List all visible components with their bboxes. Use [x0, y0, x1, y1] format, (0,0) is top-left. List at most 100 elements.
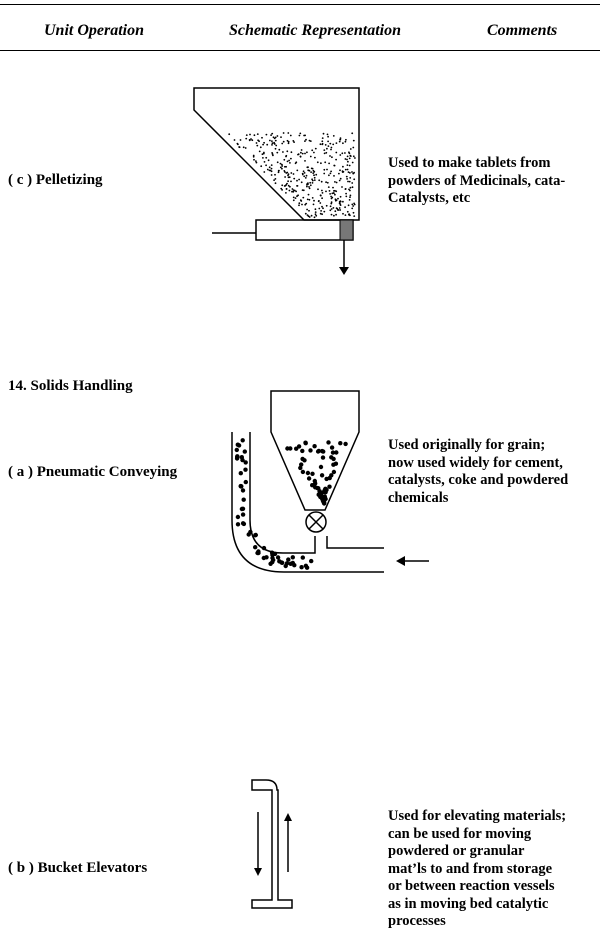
powder-particle	[321, 197, 323, 200]
powder-particle	[300, 151, 302, 154]
powder-particle	[301, 203, 303, 206]
pelletizing-comment: Used to make tablets from powders of Med…	[388, 155, 566, 206]
powder-particle	[248, 139, 251, 141]
powder-particle	[299, 155, 302, 158]
powder-particle	[339, 204, 342, 207]
powder-particle	[272, 154, 274, 157]
powder-particle	[263, 171, 266, 173]
powder-particle	[309, 155, 312, 158]
powder-particle	[276, 135, 279, 137]
powder-particle	[333, 164, 336, 167]
powder-particle	[266, 168, 269, 171]
powder-particle	[290, 172, 293, 174]
powder-particle	[348, 188, 350, 191]
powder-particle	[274, 136, 277, 139]
powder-particle	[334, 193, 336, 196]
powder-particle	[319, 143, 322, 146]
pneumatic-conveying-comment: Used originally for grain; now used wide…	[388, 437, 569, 506]
powder-particle	[292, 173, 295, 175]
powder-particle	[270, 174, 273, 176]
powder-particle	[344, 152, 346, 154]
granule-particle	[234, 456, 240, 461]
powder-particle	[301, 152, 304, 155]
powder-particle	[324, 161, 327, 164]
powder-particle	[339, 203, 341, 205]
powder-particle	[349, 189, 351, 192]
powder-particle	[261, 153, 264, 156]
granule-particle	[292, 563, 297, 568]
granule-particle	[270, 555, 275, 561]
granule-particle	[309, 558, 314, 564]
pelletizing-label: ( c ) Pelletizing	[8, 172, 103, 188]
granule-particle	[329, 455, 334, 460]
granule-particle	[302, 458, 307, 463]
powder-particle	[335, 158, 337, 161]
powder-particle	[287, 180, 289, 183]
powder-particle	[284, 184, 287, 187]
powder-particle	[318, 207, 321, 210]
powder-particle	[344, 158, 347, 160]
powder-particle	[313, 199, 315, 202]
granule-particle	[235, 454, 240, 459]
powder-particle	[334, 189, 336, 192]
powder-particle	[255, 161, 258, 164]
granule-particle	[299, 462, 304, 467]
powder-particle	[292, 196, 295, 199]
granule-particle	[303, 440, 308, 445]
powder-particle	[330, 170, 332, 173]
powder-particle	[310, 171, 312, 174]
powder-particle	[353, 203, 356, 206]
powder-particle	[273, 137, 276, 140]
powder-particle	[307, 169, 310, 172]
powder-particle	[265, 133, 268, 136]
powder-particle	[282, 151, 284, 153]
powder-particle	[314, 211, 317, 214]
powder-particle	[300, 181, 303, 184]
granule-particle	[234, 447, 239, 453]
powder-particle	[302, 196, 305, 199]
powder-particle	[287, 132, 290, 134]
granule-particle	[286, 557, 291, 562]
powder-particle	[312, 169, 315, 172]
powder-particle	[288, 159, 290, 162]
powder-particle	[268, 166, 271, 169]
powder-particle	[319, 194, 322, 197]
powder-particle	[348, 151, 350, 154]
granule-particle	[308, 448, 313, 453]
powder-particle	[352, 139, 355, 142]
powder-particle	[287, 142, 290, 145]
granule-particle	[284, 561, 290, 566]
powder-particle	[324, 144, 327, 146]
powder-particle	[322, 207, 324, 210]
powder-particle	[322, 132, 325, 135]
powder-particle	[285, 165, 287, 168]
powder-particle	[320, 162, 322, 165]
granule-particle	[243, 479, 248, 485]
powder-particle	[259, 146, 262, 149]
powder-particle	[329, 155, 331, 157]
powder-particle	[327, 145, 330, 148]
granule-particle	[271, 557, 276, 563]
powder-particle	[274, 139, 277, 142]
header-unit-operation: Unit Operation	[44, 22, 145, 39]
powder-particle	[294, 162, 297, 165]
powder-particle	[312, 203, 315, 206]
powder-particle	[351, 203, 354, 206]
granule-particle	[320, 495, 326, 500]
granule-particle	[331, 462, 336, 467]
powder-particle	[328, 174, 330, 177]
granule-particle	[321, 490, 326, 495]
granule-particle	[323, 486, 328, 491]
granule-particle	[256, 550, 261, 556]
powder-particle	[325, 181, 327, 184]
powder-particle	[304, 152, 306, 155]
powder-particle	[265, 164, 267, 167]
powder-particle	[309, 140, 312, 143]
powder-particle	[348, 152, 351, 155]
powder-particle	[283, 170, 286, 172]
granule-particle	[318, 464, 324, 470]
powder-particle	[305, 174, 308, 177]
powder-particle	[342, 170, 345, 173]
powder-particle	[281, 165, 284, 167]
powder-particle	[308, 209, 310, 212]
